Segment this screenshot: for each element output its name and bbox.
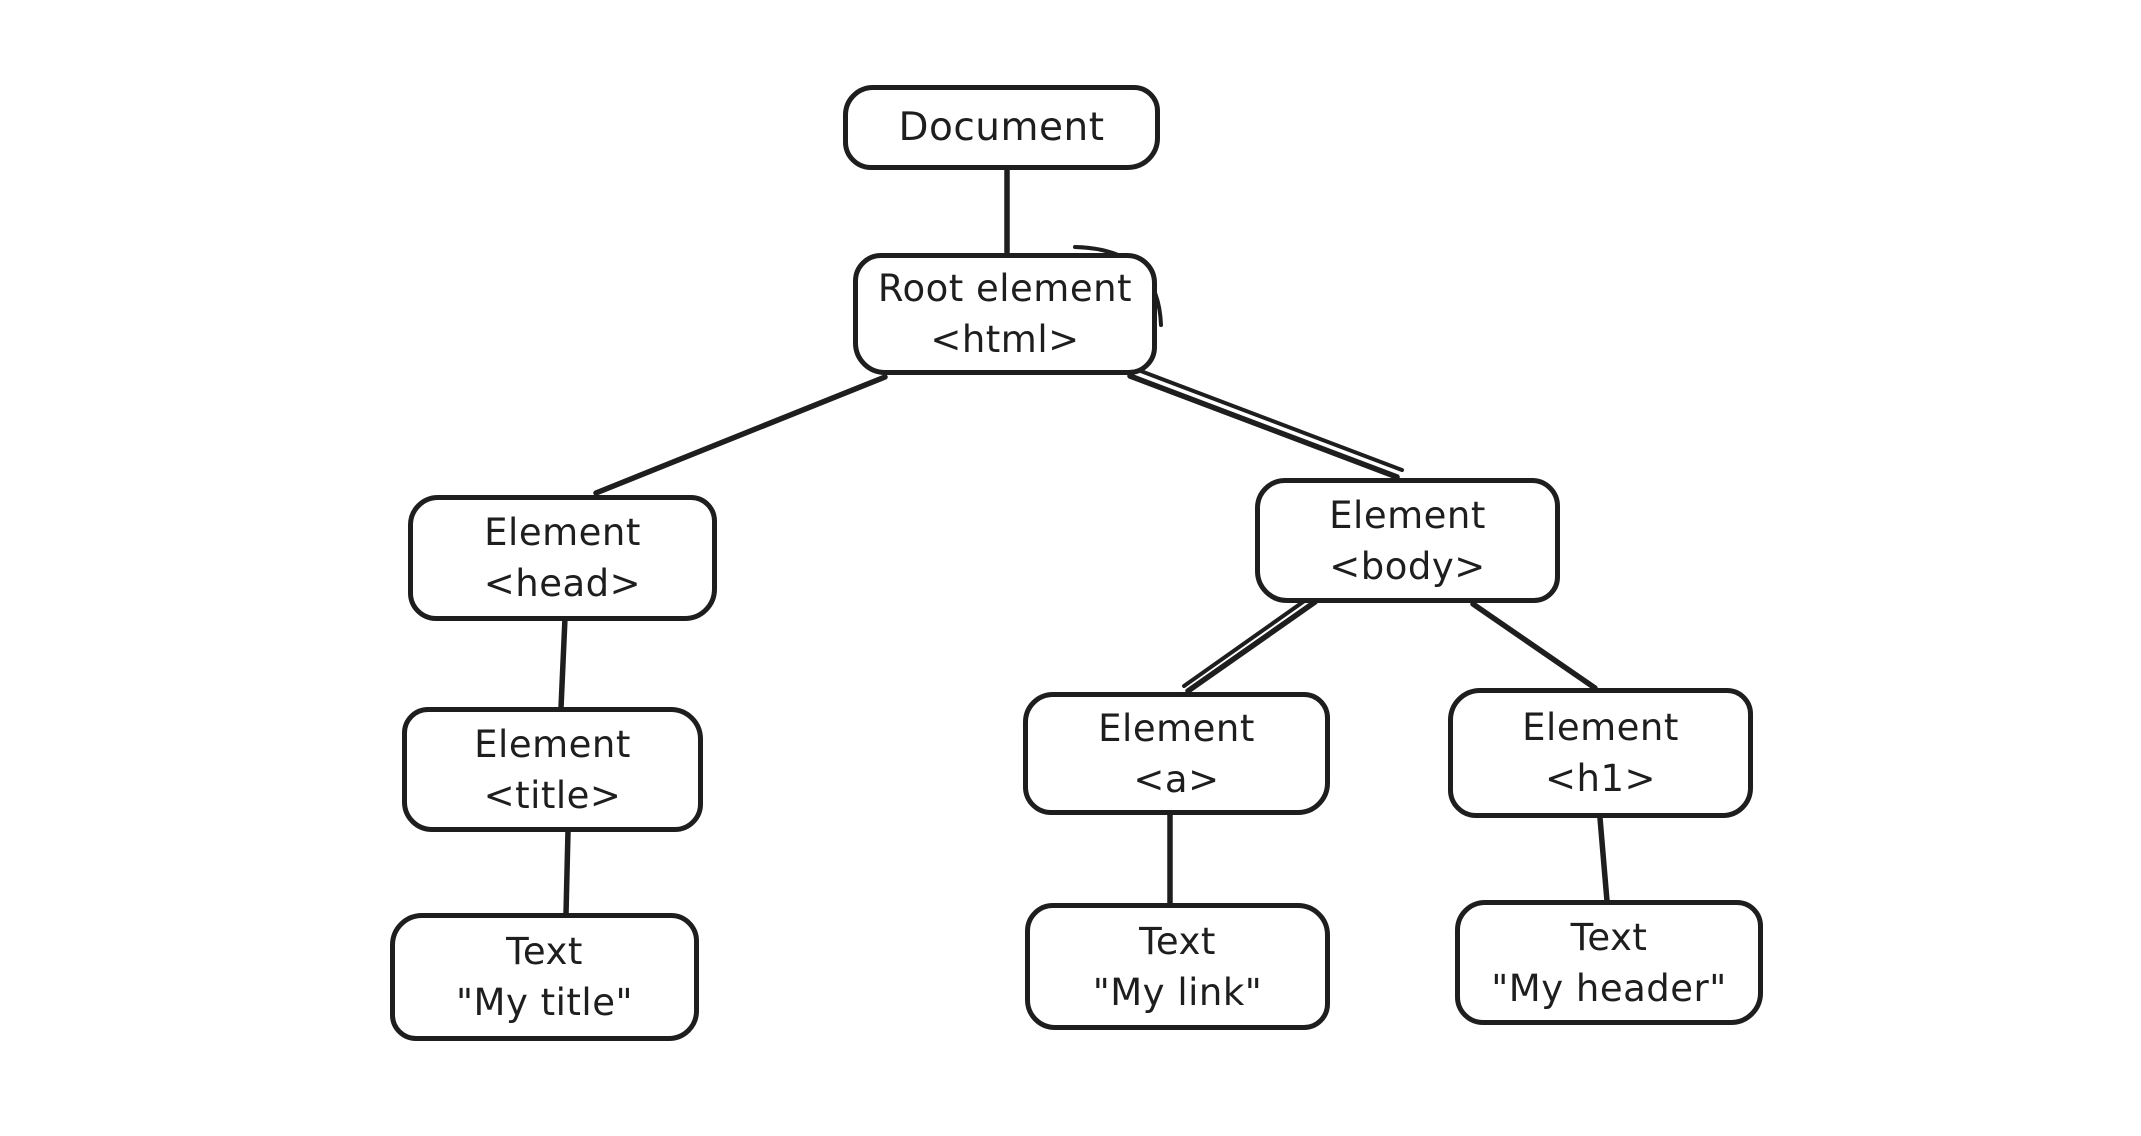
node-label: Element	[474, 722, 631, 766]
node-element-title: Element <title>	[402, 707, 703, 832]
node-text-my-title: Text "My title"	[390, 913, 699, 1041]
node-label: Text	[506, 930, 583, 973]
edge-head-title	[558, 615, 568, 711]
node-text-my-link: Text "My link"	[1025, 903, 1330, 1030]
edge-html-body	[1127, 373, 1400, 480]
node-root-element-html: Root element <html>	[853, 253, 1157, 375]
node-label: Text	[1139, 919, 1216, 963]
node-sublabel: <body>	[1329, 544, 1486, 588]
node-document: Document	[843, 85, 1160, 170]
node-sublabel: <h1>	[1545, 757, 1656, 800]
node-element-a: Element <a>	[1023, 692, 1330, 815]
edge-title-text	[563, 828, 571, 917]
node-text-my-header: Text "My header"	[1455, 900, 1763, 1025]
node-sublabel: "My link"	[1092, 970, 1263, 1014]
node-sublabel: <html>	[930, 318, 1080, 361]
node-element-head: Element <head>	[408, 495, 717, 621]
node-element-h1: Element <h1>	[1448, 688, 1753, 818]
node-label: Document	[898, 105, 1105, 150]
edge-h1-text	[1597, 815, 1610, 904]
node-element-body: Element <body>	[1255, 478, 1560, 603]
node-label: Element	[484, 511, 641, 554]
edge-body-a	[1185, 599, 1318, 694]
node-sublabel: <title>	[483, 773, 622, 817]
node-label: Element	[1522, 706, 1679, 749]
edge-html-head	[593, 374, 888, 496]
edge-html-body-second-stroke	[1136, 368, 1404, 472]
edge-body-h1	[1470, 601, 1598, 691]
node-sublabel: "My header"	[1491, 966, 1727, 1010]
edge-body-a-second-stroke	[1182, 595, 1312, 688]
node-sublabel: <a>	[1133, 757, 1220, 801]
node-label: Element	[1329, 493, 1486, 537]
node-label: Root element	[877, 267, 1133, 310]
node-sublabel: <head>	[483, 562, 642, 605]
node-sublabel: "My title"	[456, 981, 633, 1024]
node-label: Text	[1570, 915, 1648, 959]
node-label: Element	[1098, 706, 1255, 750]
